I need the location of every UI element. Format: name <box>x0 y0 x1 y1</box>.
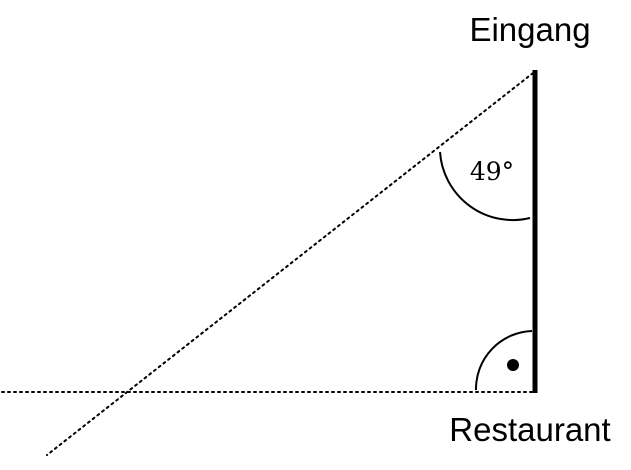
dotted-diagonal-line <box>46 72 534 456</box>
right-angle-dot <box>507 359 519 371</box>
restaurant-label: Restaurant <box>449 411 610 448</box>
angle-label: 49° <box>470 157 514 186</box>
right-angle-arc <box>474 330 533 391</box>
entrance-label: Eingang <box>469 11 590 48</box>
angle-arc <box>439 151 531 221</box>
